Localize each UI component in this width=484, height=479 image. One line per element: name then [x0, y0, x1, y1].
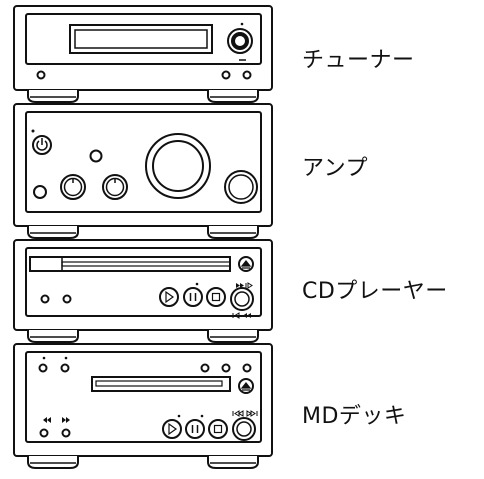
amp-small-button[interactable] [89, 149, 103, 163]
amplifier-front-panel [25, 111, 262, 213]
tuner-power-button[interactable] [36, 70, 46, 80]
tuner-unit [13, 5, 273, 91]
cd-button-left-1[interactable] [40, 294, 50, 304]
md-top-button-5[interactable] [242, 363, 252, 373]
tuner-button-2[interactable] [242, 70, 252, 80]
cd-player-unit [13, 239, 273, 331]
tuner-indicator-dot [240, 22, 244, 26]
md-play-button-icon[interactable] [162, 414, 182, 439]
treble-knob-icon[interactable] [102, 174, 128, 200]
md-skip-dial-icon[interactable] [232, 417, 256, 441]
tuner-button-1[interactable] [221, 70, 231, 80]
cd-eject-button-icon[interactable] [238, 256, 254, 272]
md-pause-button-icon[interactable] [185, 414, 205, 439]
md-rewind-icon [43, 417, 51, 423]
md-deck-label: MDデッキ [302, 404, 407, 429]
amplifier-label: アンプ [302, 156, 368, 181]
md-rewind-button[interactable] [39, 428, 49, 438]
amplifier-chassis [13, 103, 273, 227]
md-top-button-3[interactable] [200, 363, 210, 373]
cd-pause-button-icon[interactable] [183, 282, 203, 307]
md-top-button-1[interactable] [38, 363, 48, 373]
cd-skip-back-icon [232, 312, 251, 319]
md-forward-button[interactable] [61, 428, 71, 438]
bass-knob-icon[interactable] [60, 174, 86, 200]
cd-play-button-icon[interactable] [159, 287, 179, 307]
md-fast-forward-icon [62, 417, 70, 423]
md-top-button-2[interactable] [60, 363, 70, 373]
tuner-front-panel [25, 13, 262, 65]
cd-stop-button-icon[interactable] [206, 287, 226, 307]
amplifier-unit [13, 103, 273, 227]
volume-knob-icon[interactable] [145, 133, 211, 199]
cd-player-feet [27, 330, 259, 343]
md-front-panel [25, 351, 262, 443]
cd-player-label: CDプレーヤー [302, 279, 448, 304]
amp-standby-indicator [31, 129, 35, 133]
md-deck-feet [27, 456, 259, 469]
md-eject-button-icon[interactable] [238, 378, 254, 394]
tuner-display-window [69, 24, 213, 54]
md-top-button-4[interactable] [221, 363, 231, 373]
input-selector-knob-icon[interactable] [224, 170, 258, 204]
amplifier-feet [27, 226, 259, 239]
md-skip-labels-icon [232, 410, 258, 417]
component-stack-illustration [13, 5, 273, 469]
md-disc-slot [91, 376, 231, 392]
tuner-feet [27, 90, 259, 103]
md-chassis [13, 343, 273, 457]
tuning-knob-icon[interactable] [227, 28, 253, 54]
power-button-icon[interactable] [32, 135, 52, 155]
md-stop-button-icon[interactable] [208, 419, 228, 439]
headphone-jack[interactable] [33, 185, 47, 199]
cd-skip-dial-icon[interactable] [230, 287, 254, 311]
cd-button-left-2[interactable] [62, 294, 72, 304]
cd-front-panel [25, 247, 262, 317]
md-deck-unit [13, 343, 273, 457]
tuner-label: チューナー [302, 48, 415, 73]
cd-skip-forward-icon [236, 282, 253, 289]
